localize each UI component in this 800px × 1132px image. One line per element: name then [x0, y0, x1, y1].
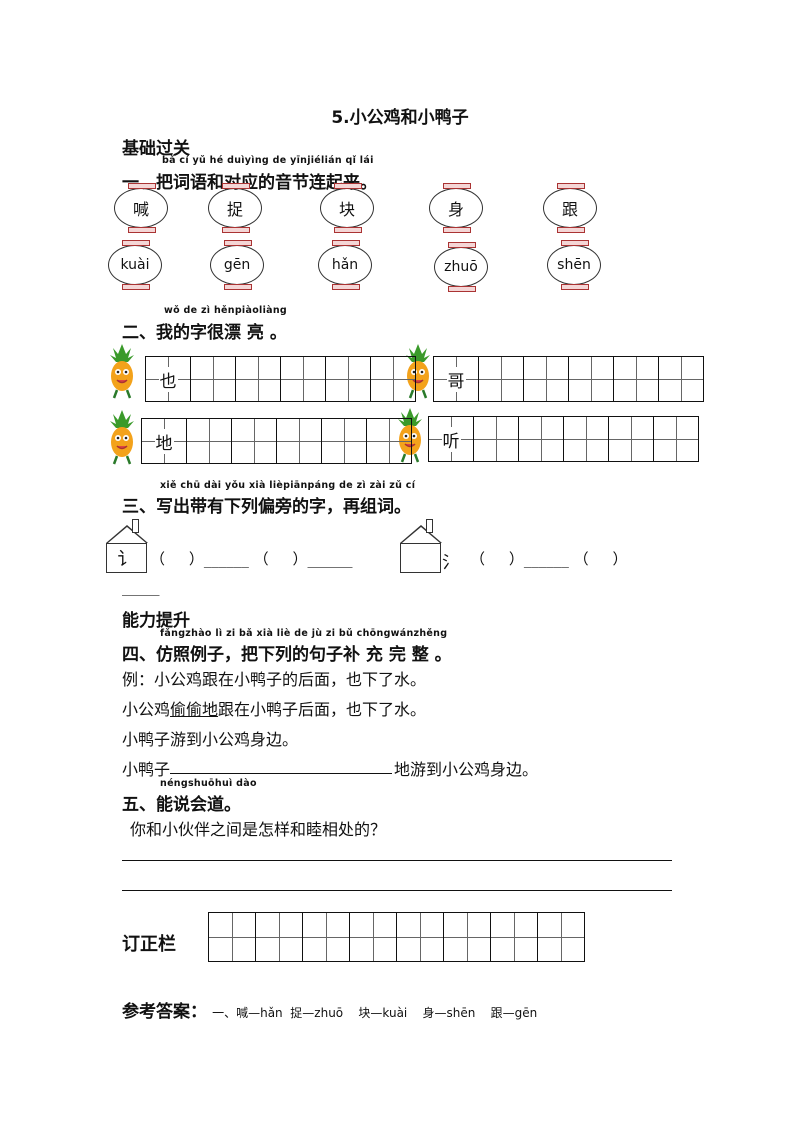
- grid-cell[interactable]: [609, 417, 654, 461]
- grid-cell[interactable]: [519, 417, 564, 461]
- answer-key: 参考答案： 一、喊—hǎn 捉—zhuō 块—kuài 身—shēn 跟—gēn: [122, 997, 537, 1022]
- pineapple-mascot-icon: [398, 408, 422, 463]
- q4-answer-blank[interactable]: [170, 773, 392, 774]
- grid-model-char: 地: [142, 419, 187, 463]
- pineapple-mascot-icon: [110, 410, 134, 465]
- lantern-syllable-2[interactable]: gēn: [210, 240, 264, 290]
- radical-shui-blanks[interactable]: （ ）______ （ ）: [470, 550, 628, 568]
- radical-house-yan: 讠: [106, 519, 148, 573]
- correction-cell[interactable]: [350, 913, 397, 961]
- q4-sample-sentence: 小公鸡偷偷地跟在小鸭子后面，也下了水。: [122, 696, 426, 720]
- radical-house-shui: [400, 519, 442, 573]
- grid-cell[interactable]: [569, 357, 614, 401]
- correction-cell[interactable]: [209, 913, 256, 961]
- grid-cell[interactable]: [367, 419, 411, 463]
- model-char-text: 地: [154, 428, 174, 454]
- q4-pinyin: fǎngzhào lì zi bǎ xià liè de jù zi bǔ ch…: [160, 628, 448, 639]
- writing-grid-di[interactable]: 地: [141, 418, 412, 464]
- lantern-syllable-text: shēn: [557, 257, 591, 273]
- grid-cell[interactable]: [326, 357, 371, 401]
- answer-key-label: 参考答案：: [122, 1002, 207, 1022]
- lantern-syllable-text: gēn: [223, 257, 251, 273]
- q3-pinyin: xiě chū dài yǒu xià lièpiānpáng de zì zà…: [160, 480, 416, 491]
- q4-line4-post: 地游到小公鸡身边。: [394, 760, 539, 779]
- sample-post: 跟在小鸭子后面，也下了水。: [218, 700, 427, 719]
- grid-cell[interactable]: [191, 357, 236, 401]
- sample-pre: 小公鸡: [122, 700, 171, 719]
- q3-heading: 三、写出带有下列偏旁的字，再组词。: [122, 497, 411, 517]
- writing-grid-ting[interactable]: 听: [428, 416, 699, 462]
- radical-yan: 讠: [106, 543, 147, 573]
- lantern-syllable-text: kuài: [120, 257, 150, 273]
- model-char-text: 也: [158, 366, 178, 392]
- grid-cell[interactable]: [371, 357, 415, 401]
- grid-cell[interactable]: [474, 417, 519, 461]
- q5-pinyin: néngshuōhuì dào: [160, 778, 257, 789]
- correction-grid[interactable]: [208, 912, 585, 962]
- correction-cell[interactable]: [538, 913, 584, 961]
- grid-cell[interactable]: [277, 419, 322, 463]
- page-title: 5.小公鸡和小鸭子: [331, 108, 469, 128]
- lantern-char-text: 身: [447, 200, 464, 219]
- grid-cell[interactable]: [322, 419, 367, 463]
- correction-cell[interactable]: [256, 913, 303, 961]
- q4-line4-pre: 小鸭子: [122, 760, 171, 779]
- radical-shui-blank-tail[interactable]: _____: [122, 578, 160, 596]
- grid-cell[interactable]: [564, 417, 609, 461]
- q5-heading: 五、能说会道。: [122, 795, 241, 815]
- correction-cell[interactable]: [303, 913, 350, 961]
- grid-cell[interactable]: [524, 357, 569, 401]
- grid-cell[interactable]: [232, 419, 277, 463]
- q4-example: 例：小公鸡跟在小鸭子的后面，也下了水。: [122, 670, 427, 689]
- model-char-text: 哥: [446, 366, 466, 392]
- lantern-char-text: 块: [338, 200, 355, 219]
- grid-cell[interactable]: [479, 357, 524, 401]
- q2-heading: 二、我的字很漂 亮 。: [122, 323, 287, 343]
- radical-shui: 氵: [442, 553, 459, 573]
- answer-key-text: 一、喊—hǎn 捉—zhuō 块—kuài 身—shēn 跟—gēn: [212, 1006, 538, 1020]
- lantern-char-text: 捉: [226, 200, 243, 219]
- grid-cell[interactable]: [654, 417, 698, 461]
- grid-model-char: 听: [429, 417, 474, 461]
- radical-yan-blanks[interactable]: （ ）______ （ ）______: [150, 550, 353, 568]
- q5-answer-line-2[interactable]: [122, 890, 672, 891]
- lantern-syllable-4[interactable]: zhuō: [434, 242, 488, 292]
- lantern-char-2[interactable]: 捉: [208, 183, 262, 233]
- correction-label: 订正栏: [122, 934, 176, 955]
- lantern-syllable-text: hǎn: [331, 257, 359, 273]
- lantern-syllable-1[interactable]: kuài: [108, 240, 162, 290]
- correction-cell[interactable]: [397, 913, 444, 961]
- q2-pinyin: wǒ de zì hěnpiàoliàng: [164, 305, 288, 316]
- section-basic-heading: 基础过关: [122, 139, 190, 159]
- q1-pinyin: bǎ cí yǔ hé duìyìng de yīnjiélián qǐ lái: [162, 155, 374, 166]
- writing-grid-ge[interactable]: 哥: [433, 356, 704, 402]
- grid-model-char: 也: [146, 357, 191, 401]
- grid-cell[interactable]: [187, 419, 232, 463]
- correction-cell[interactable]: [491, 913, 538, 961]
- lantern-char-5[interactable]: 跟: [543, 183, 597, 233]
- grid-model-char: 哥: [434, 357, 479, 401]
- lantern-char-1[interactable]: 喊: [114, 183, 168, 233]
- lantern-char-text: 跟: [561, 200, 578, 219]
- lantern-char-4[interactable]: 身: [429, 183, 483, 233]
- lantern-syllable-3[interactable]: hǎn: [318, 240, 372, 290]
- grid-cell[interactable]: [614, 357, 659, 401]
- lantern-syllable-text: zhuō: [444, 259, 478, 275]
- writing-grid-ye[interactable]: 也: [145, 356, 416, 402]
- pineapple-mascot-icon: [110, 344, 134, 399]
- q5-question: 你和小伙伴之间是怎样和睦相处的？: [130, 820, 387, 839]
- sample-underlined: 偷偷地: [170, 700, 219, 719]
- correction-cell[interactable]: [444, 913, 491, 961]
- lantern-char-text: 喊: [132, 200, 149, 219]
- model-char-text: 听: [441, 426, 461, 452]
- grid-cell[interactable]: [236, 357, 281, 401]
- lantern-char-3[interactable]: 块: [320, 183, 374, 233]
- lantern-syllable-5[interactable]: shēn: [547, 240, 601, 290]
- q5-answer-line-1[interactable]: [122, 860, 672, 861]
- q4-line3: 小鸭子游到小公鸡身边。: [122, 730, 299, 749]
- q4-heading: 四、仿照例子，把下列的句子补 充 完 整 。: [122, 645, 452, 665]
- grid-cell[interactable]: [281, 357, 326, 401]
- section-ability-heading: 能力提升: [122, 611, 190, 631]
- grid-cell[interactable]: [659, 357, 703, 401]
